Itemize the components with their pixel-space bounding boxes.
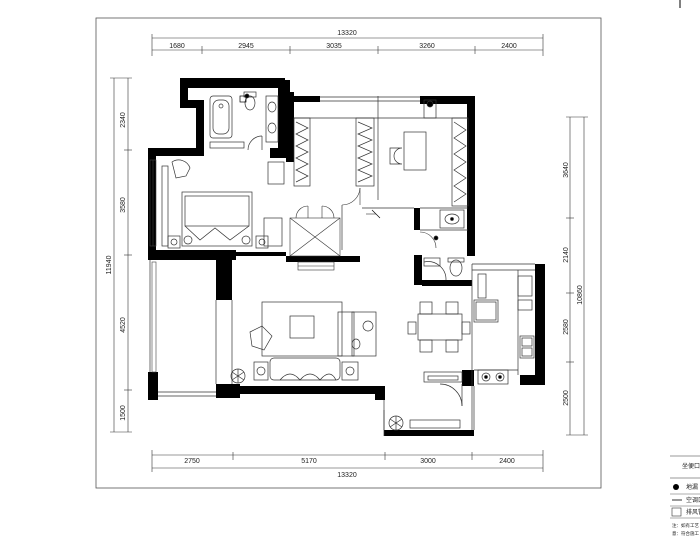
drawing-frame <box>95 17 602 489</box>
legend: 坐便口 地漏 空调口 排风管道 注：如有工艺 意：符合施工 <box>670 455 700 537</box>
side-sofa <box>337 311 355 357</box>
left-dimension-segment: 1500 <box>120 405 127 421</box>
top-dimension-segment: 2400 <box>501 43 517 50</box>
lounge-chair <box>249 325 273 351</box>
study-room <box>389 99 437 171</box>
legend-item-label: 地漏 <box>686 483 698 491</box>
toilet <box>244 95 256 111</box>
dining-table <box>417 313 463 341</box>
walls <box>148 78 545 436</box>
desk <box>403 131 427 171</box>
floor-drain-icon <box>673 484 679 490</box>
bottom-total-dimension: 13320 <box>337 472 357 479</box>
armchair <box>171 159 191 179</box>
bottom-dimension-segment: 2750 <box>184 458 200 465</box>
left-dimension-segment: 3580 <box>120 197 127 213</box>
top-total-dimension: 13320 <box>337 30 357 37</box>
right-dimension-line <box>566 116 588 436</box>
sideboard <box>423 371 463 383</box>
bathroom-2 <box>423 209 465 281</box>
cabinet <box>289 217 341 257</box>
legend-item-label: 排风管道 <box>686 508 700 516</box>
left-dimension-line <box>110 77 132 433</box>
top-dimension-segment: 1680 <box>169 43 185 50</box>
master-bedroom <box>161 159 285 249</box>
legend-note: 注：如有工艺 <box>672 522 699 529</box>
coffee-table <box>289 315 315 339</box>
legend-title: 坐便口 <box>682 462 700 470</box>
desk-chair <box>389 147 403 165</box>
top-dimension-segment: 3035 <box>326 43 342 50</box>
legend-item-label: 空调口 <box>686 496 700 504</box>
right-total-dimension: 10860 <box>577 285 584 305</box>
top-dimension-line <box>151 34 544 56</box>
living-room <box>230 301 377 384</box>
toilet-2 <box>449 259 463 277</box>
kitchen <box>473 273 535 385</box>
sink <box>519 335 535 359</box>
right-dimension-segment: 2140 <box>563 247 570 263</box>
left-dimension-segment: 4520 <box>120 317 127 333</box>
stove <box>477 369 509 385</box>
bottom-dimension-segment: 3000 <box>420 458 436 465</box>
dining-area <box>407 301 471 407</box>
interior-outlines <box>149 96 535 430</box>
wash-basin <box>439 209 465 229</box>
wardrobes <box>293 117 469 207</box>
legend-note: 意：符合施工 <box>672 530 699 537</box>
bathroom-1 <box>209 91 279 151</box>
top-dimension-segment: 3260 <box>419 43 435 50</box>
bathtub <box>209 95 233 139</box>
bottom-dimension-segment: 5170 <box>301 458 317 465</box>
right-dimension-segment: 2500 <box>563 390 570 406</box>
top-dimension-segment: 2945 <box>238 43 254 50</box>
left-dimension-segment: 2340 <box>120 112 127 128</box>
rug <box>261 301 343 357</box>
exhaust-duct-icon <box>671 507 682 517</box>
vanity <box>265 95 279 143</box>
bed <box>181 191 253 247</box>
bottom-dimension-segment: 2400 <box>499 458 515 465</box>
right-dimension-segment: 2580 <box>563 319 570 335</box>
right-dimension-segment: 3640 <box>563 162 570 178</box>
windows <box>149 159 157 373</box>
bottom-dimension-line <box>151 450 544 472</box>
lower-balcony <box>383 410 461 436</box>
corridor <box>289 187 437 271</box>
sofa <box>269 357 341 381</box>
left-total-dimension: 11940 <box>106 255 113 274</box>
